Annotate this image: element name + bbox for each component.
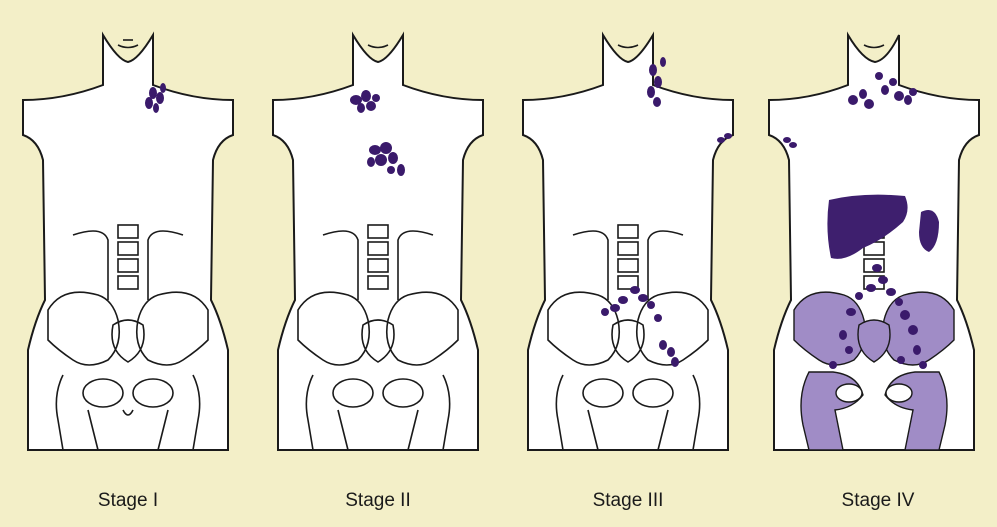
stage-label: Stage IV	[753, 490, 997, 512]
body-outline	[3, 0, 253, 527]
figure-stage-1: Stage I	[3, 0, 253, 527]
body-outline	[253, 0, 503, 527]
figure-stage-4: Stage IV	[753, 0, 997, 527]
stage-label: Stage II	[253, 490, 503, 512]
stage-label: Stage I	[3, 490, 253, 512]
figure-stage-2: Stage II	[253, 0, 503, 527]
figure-stage-3: Stage III	[503, 0, 753, 527]
body-outline	[753, 0, 997, 527]
body-outline	[503, 0, 753, 527]
stage-label: Stage III	[503, 490, 753, 512]
